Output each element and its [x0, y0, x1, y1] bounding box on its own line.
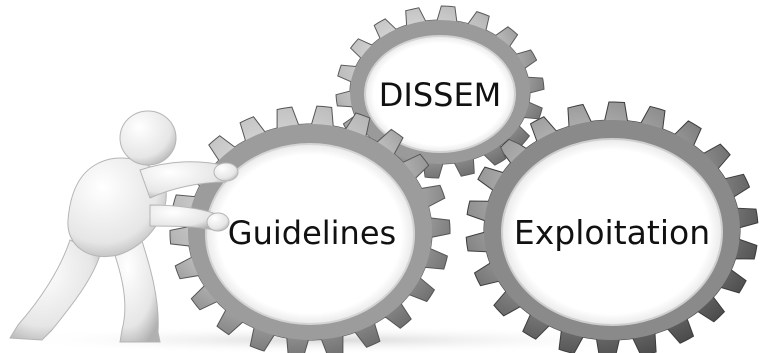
gear-top-label: DISSEM — [379, 76, 502, 114]
figure-hand-upper — [213, 162, 239, 182]
figure-back-leg — [9, 239, 101, 341]
gear-left-hole — [205, 143, 415, 325]
figure-hand-lower — [206, 212, 230, 232]
3d-figure-pushing-icon — [9, 110, 239, 343]
figure-front-leg — [109, 234, 161, 343]
gear-right-label: Exploitation — [514, 213, 710, 252]
gear-right-hole — [501, 138, 723, 326]
figure-head — [119, 110, 177, 166]
gear-left: Guidelines — [169, 105, 451, 353]
gear-right: Exploitation — [465, 101, 759, 353]
gear-left-label: Guidelines — [228, 214, 396, 252]
gear-top-hole — [364, 35, 516, 153]
